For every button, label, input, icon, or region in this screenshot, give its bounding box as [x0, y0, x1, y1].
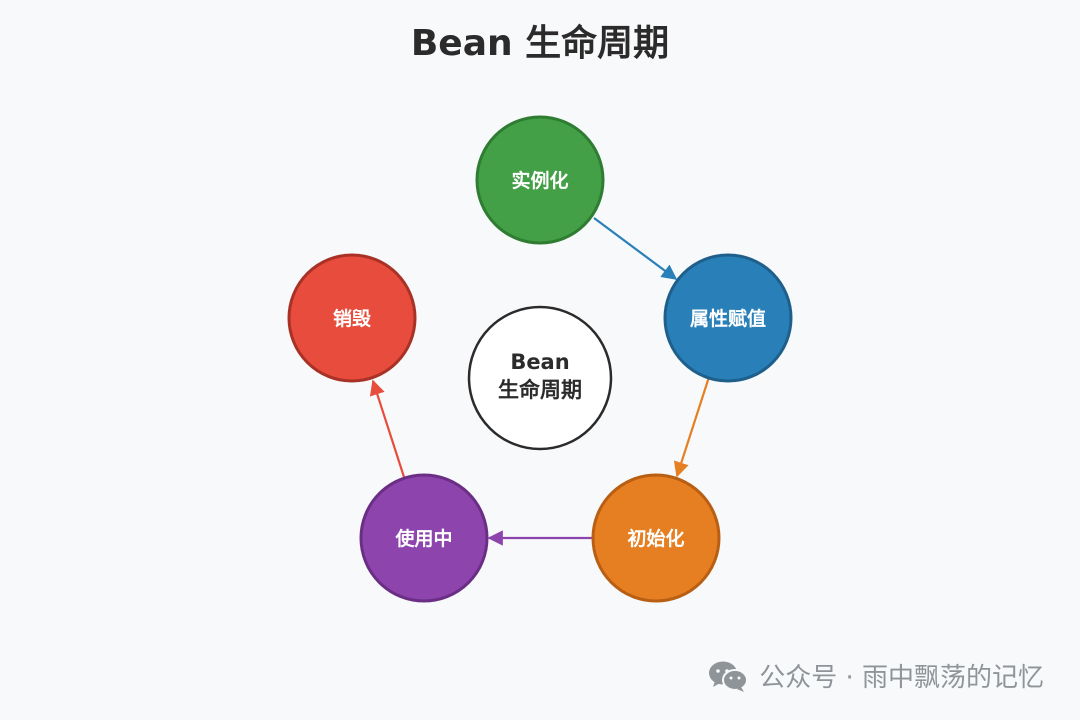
- arrow-populate-to-initialize: [673, 376, 711, 478]
- stage-label: 实例化: [511, 169, 568, 192]
- watermark: 公众号 · 雨中飘荡的记忆: [707, 657, 1044, 694]
- stage-node-initialize: 初始化: [591, 473, 721, 603]
- stage-node-in-use: 使用中: [359, 473, 489, 603]
- stage-label: 销毁: [333, 307, 371, 330]
- stage-node-populate: 属性赋值: [663, 253, 793, 383]
- stage-label: 使用中: [394, 527, 452, 550]
- stage-node-instantiate: 实例化: [475, 115, 605, 245]
- arrow-instantiate-to-populate: [593, 217, 678, 280]
- watermark-text: 公众号 · 雨中飘荡的记忆: [759, 663, 1044, 693]
- stage-node-destroy: 销毁: [287, 253, 417, 383]
- center-label-line1: Bean: [510, 350, 569, 374]
- center-label-line2: 生命周期: [498, 378, 582, 402]
- arrow-in-use-to-destroy: [369, 379, 406, 478]
- center-node: Bean 生命周期: [467, 305, 613, 451]
- stage-label: 属性赋值: [690, 307, 766, 330]
- diagram-title: Bean 生命周期: [410, 23, 670, 64]
- wechat-icon: [709, 661, 749, 692]
- stage-label: 初始化: [627, 527, 684, 550]
